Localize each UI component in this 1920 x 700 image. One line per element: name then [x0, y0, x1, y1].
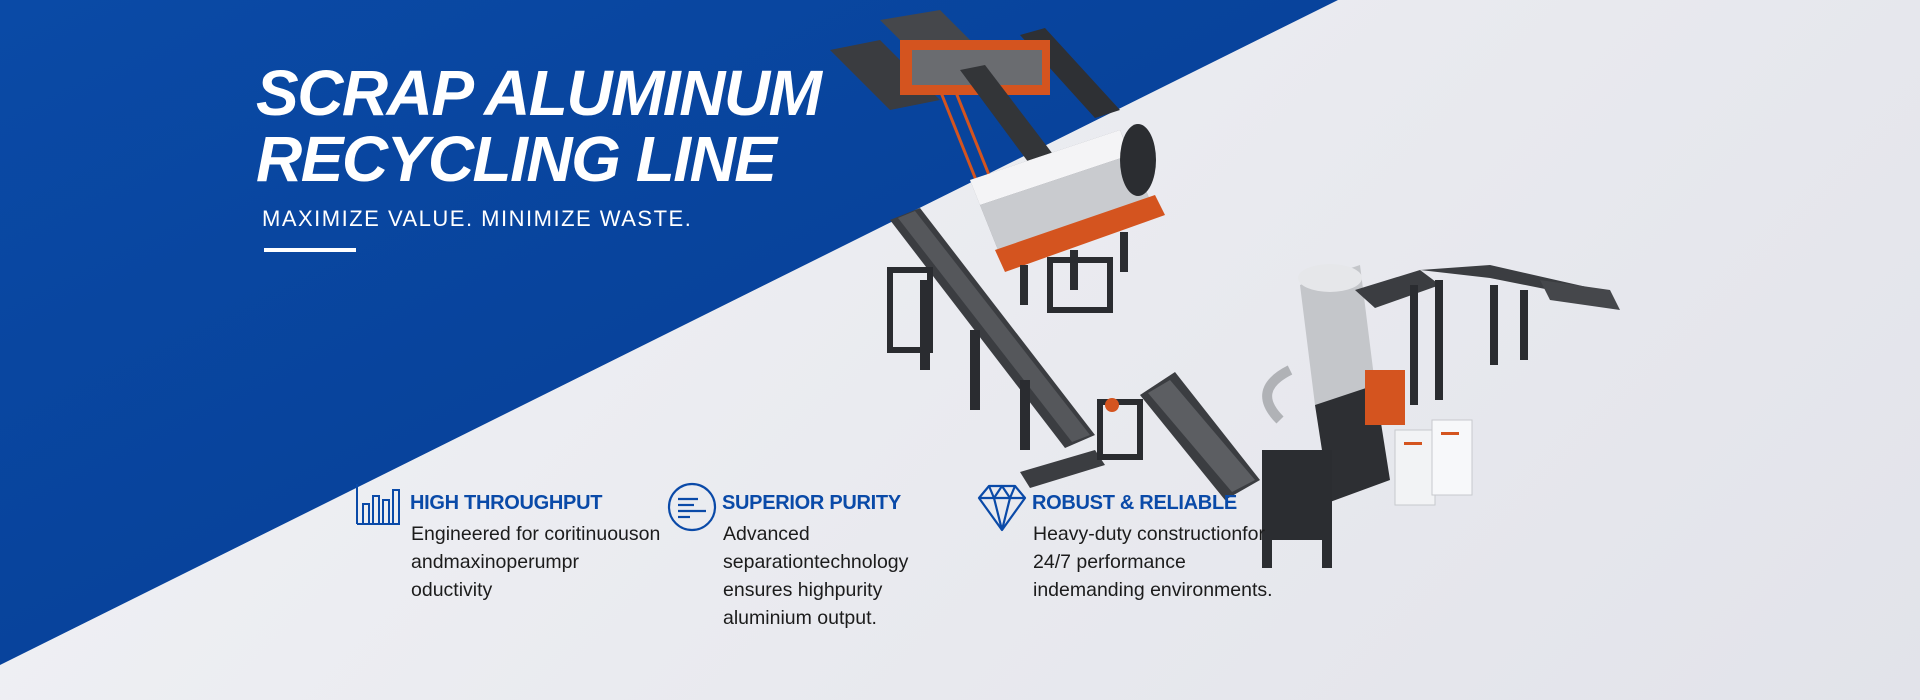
- page-title: SCRAP ALUMINUM RECYCLING LINE: [256, 57, 822, 195]
- feature-description: Advanced separationtechnology ensures hi…: [723, 523, 909, 629]
- feature-title: HIGH THROUGHPUT: [410, 492, 603, 514]
- shredder-feed-conveyor: [1140, 372, 1260, 500]
- diamond-icon: [977, 484, 1027, 532]
- discharge-conveyor: [1355, 265, 1620, 405]
- control-cabinets: [1394, 419, 1473, 506]
- rotary-drum: [970, 124, 1165, 305]
- tagline: MAXIMIZE VALUE. MINIMIZE WASTE.: [262, 206, 693, 231]
- title-underline: [264, 248, 356, 252]
- main-incline-conveyor: [890, 208, 1095, 450]
- feature-title: ROBUST & RELIABLE: [1032, 492, 1237, 514]
- feature-description: Engineered for coritinuouson andmaxinope…: [411, 523, 661, 601]
- title-line-1: SCRAP ALUMINUM: [256, 57, 822, 129]
- bar-chart-icon: [356, 484, 400, 525]
- filter-lines-icon: [667, 482, 717, 532]
- support-frames: [887, 257, 1143, 488]
- feature-description: Heavy-duty constructionfor 24/7 performa…: [1033, 523, 1273, 601]
- recycling-line-illustration: [830, 10, 1620, 568]
- upper-conveyor-group: [830, 10, 1120, 191]
- feature-title: SUPERIOR PURITY: [722, 492, 901, 514]
- shredder-unit: [1262, 264, 1405, 568]
- title-line-2: RECYCLING LINE: [256, 123, 777, 195]
